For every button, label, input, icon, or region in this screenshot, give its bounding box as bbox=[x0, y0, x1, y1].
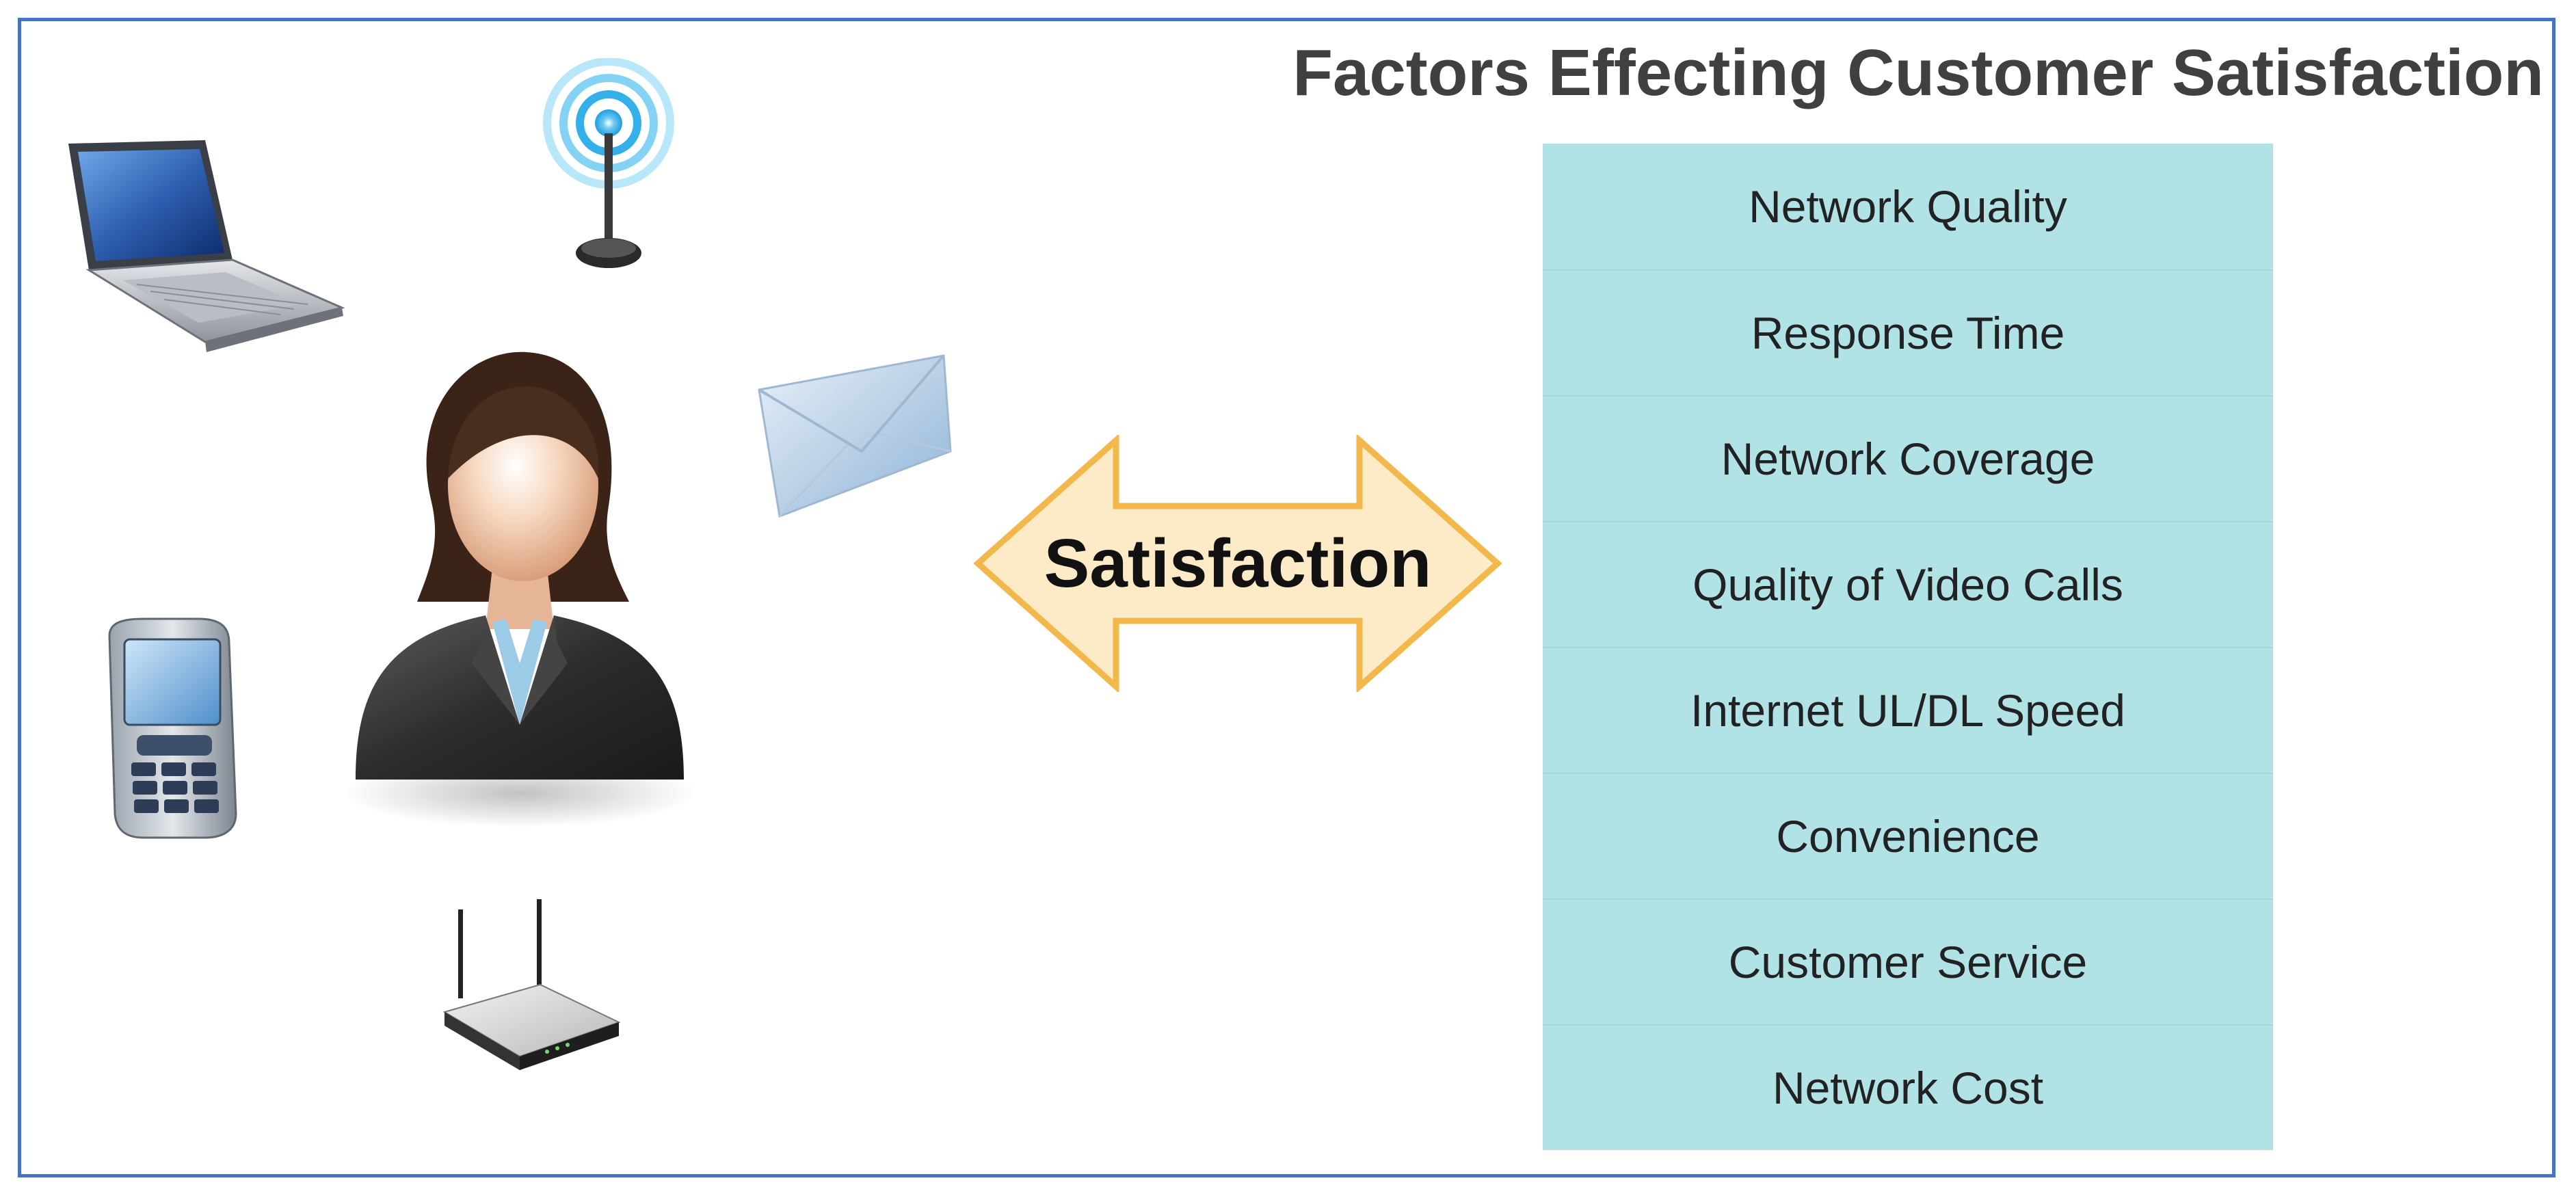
email-envelope-icon bbox=[758, 354, 952, 518]
double-arrow-outline bbox=[973, 435, 1502, 692]
factor-quality-of-video-calls: Quality of Video Calls bbox=[1543, 521, 2273, 647]
factor-network-quality: Network Quality bbox=[1543, 144, 2273, 269]
double-arrow-shape bbox=[973, 435, 1502, 692]
factor-convenience: Convenience bbox=[1543, 773, 2273, 898]
laptop-icon bbox=[68, 140, 345, 352]
factor-network-cost: Network Cost bbox=[1543, 1024, 2273, 1150]
satisfaction-label: Satisfaction bbox=[1044, 524, 1432, 602]
factors-list: Network Quality Response Time Network Co… bbox=[1543, 144, 2273, 1152]
mobile-phone-icon bbox=[108, 617, 237, 839]
diagram-title: Factors Effecting Customer Satisfaction bbox=[1292, 36, 2544, 109]
wireless-router-icon bbox=[442, 899, 621, 1070]
customer-avatar-icon bbox=[342, 351, 698, 827]
factor-customer-service: Customer Service bbox=[1543, 898, 2273, 1024]
factor-network-coverage: Network Coverage bbox=[1543, 395, 2273, 521]
factor-internet-speed: Internet UL/DL Speed bbox=[1543, 647, 2273, 773]
factor-response-time: Response Time bbox=[1543, 269, 2273, 395]
antenna-icon bbox=[543, 58, 674, 268]
